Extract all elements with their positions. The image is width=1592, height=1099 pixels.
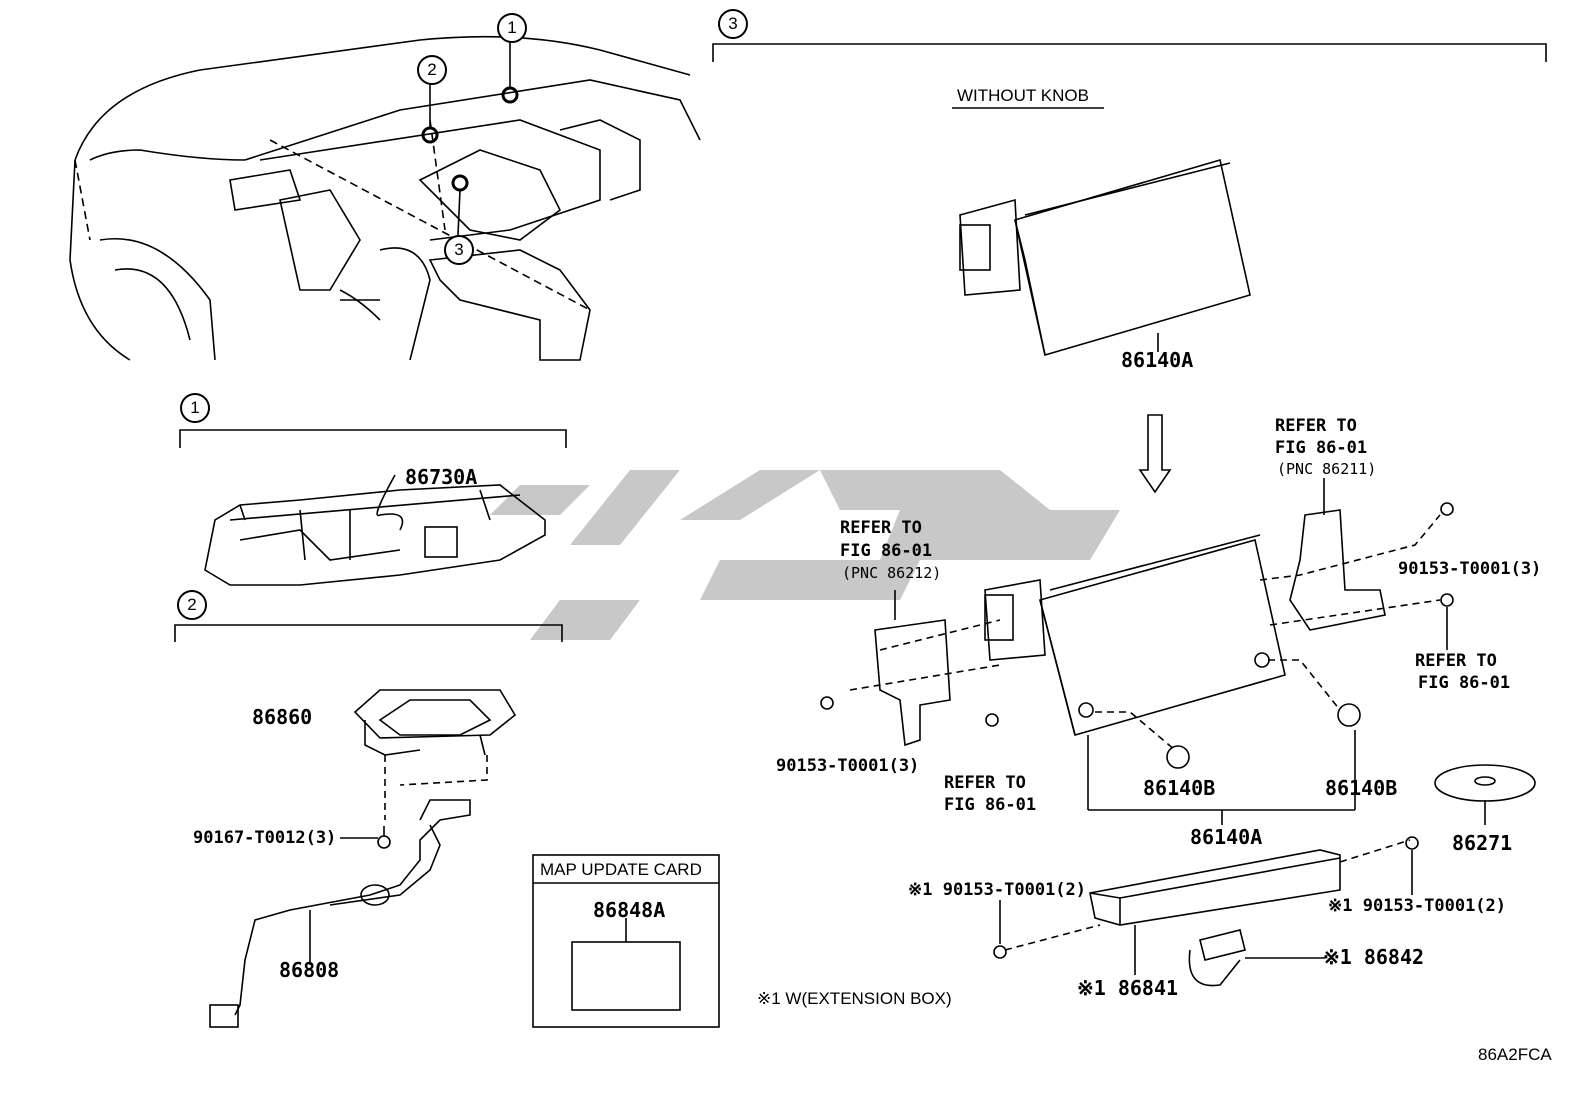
bolt-right-label: 90153-T0001(3) [1398,559,1542,579]
callout-3: 3 [444,235,474,265]
display-unit-assembly-illustration [984,534,1361,825]
refer-left-l2: FIG 86-01 [840,541,933,561]
refer-left-l1: REFER TO [840,518,922,538]
footnote-extension-box: ※1 W(EXTENSION BOX) [757,989,952,1008]
down-arrow [1138,414,1172,494]
refer-right-top-l2: FIG 86-01 [1275,438,1368,458]
bolt-left-label: 90153-T0001(3) [776,756,920,776]
without-knob-label: WITHOUT KNOB [957,86,1089,105]
car-interior-illustration [69,35,701,361]
ext-connector-label: ※1 86842 [1323,945,1425,969]
section3-callout: 3 [718,9,748,39]
assembly-86140A-label: 86140A [1190,825,1263,849]
cable-86808-label: 86808 [279,958,340,982]
map-card-box [532,854,720,1028]
bracket-right-illustration [1259,478,1454,650]
refer-mid-l2: FIG 86-01 [944,795,1037,815]
watermark-logo [490,470,1120,640]
knob-left-label: 86140B [1143,776,1216,800]
refer-right-top-l1: REFER TO [1275,416,1357,436]
part-86730A-label: 86730A [405,465,478,489]
map-card-title: MAP UPDATE CARD [540,860,702,879]
section2-callout: 2 [177,590,207,620]
knob-right-label: 86140B [1325,776,1398,800]
ext-box-label: ※1 86841 [1077,976,1179,1000]
display-unit-top-illustration [959,158,1251,357]
section2-bracket [174,624,563,642]
disc-86271-label: 86271 [1452,831,1513,855]
map-card-part-label: 86848A [593,898,666,922]
bracket-left-illustration [820,590,1001,747]
part-86140A-top: 86140A [1121,348,1194,372]
section3-bracket [712,43,1547,109]
callout-2: 2 [417,55,447,85]
disc-86271-illustration [1434,764,1536,825]
cable-86808-illustration [209,799,471,1028]
refer-right-top-l3: (PNC 86211) [1277,460,1377,478]
screw-90167-label: 90167-T0012(3) [193,828,337,848]
figure-code: 86A2FCA [1478,1045,1552,1064]
ext-bolt-right-label: ※1 90153-T0001(2) [1328,896,1507,916]
refer-right-bottom-l1: REFER TO [1415,651,1497,671]
dashboard-panel-illustration [204,474,546,586]
part-86860-label: 86860 [252,705,313,729]
refer-mid-l1: REFER TO [944,773,1026,793]
section1-callout: 1 [180,393,210,423]
refer-right-bottom-l2: FIG 86-01 [1418,673,1511,693]
extension-box-illustration [993,836,1419,987]
section1-bracket [179,429,567,448]
refer-left-l3: (PNC 86212) [842,564,942,582]
callout-1: 1 [497,13,527,43]
ext-bolt-left-label: ※1 90153-T0001(2) [908,880,1087,900]
bracket-86860-illustration [340,689,517,849]
